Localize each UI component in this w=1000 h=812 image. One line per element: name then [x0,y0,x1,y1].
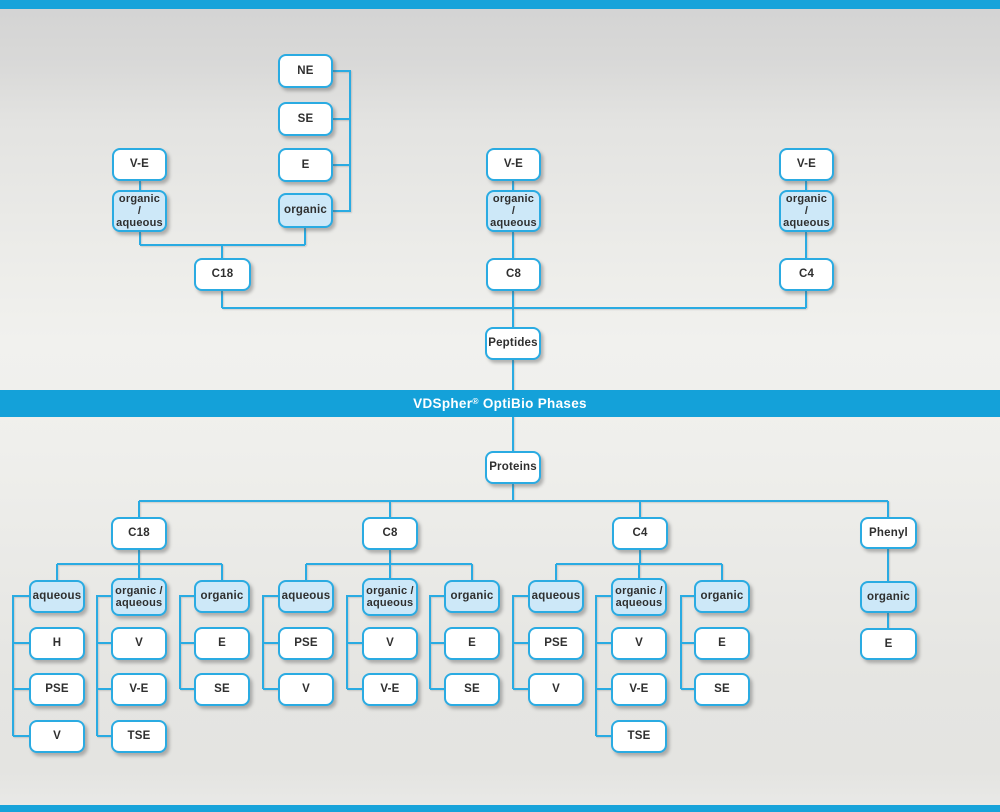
node-top-se: SE [278,102,333,136]
node-c4-orgaq-tse: TSE [611,720,667,753]
banner-brand: VDSpher [413,396,473,411]
node-top-c4-organic-aqueous: organic / aqueous [779,190,834,232]
node-top-c18-ve: V-E [112,148,167,181]
node-c18-organic: organic [194,580,250,613]
node-top-c18-organic-aqueous: organic / aqueous [112,190,167,232]
node-c18-orgaq-v: V [111,627,167,660]
node-c8-orgaq-v: V [362,627,418,660]
node-bot-c8: C8 [362,517,418,550]
node-phenyl-organic: organic [860,581,917,613]
node-top-c8-organic-aqueous: organic / aqueous [486,190,541,232]
node-top-c18: C18 [194,258,251,291]
top-border-bar [0,0,1000,9]
node-phenyl-organic-e: E [860,628,917,660]
bottom-border-bar [0,805,1000,812]
node-c18-orgaq-ve: V-E [111,673,167,706]
node-c18-orgaq-tse: TSE [111,720,167,753]
banner-rest: OptiBio Phases [482,396,587,411]
node-c4-orgaq-v: V [611,627,667,660]
node-top-c4: C4 [779,258,834,291]
registered-mark: ® [472,396,479,406]
node-c8-organic-e: E [444,627,500,660]
node-c8-aqueous-pse: PSE [278,627,334,660]
node-c18-organic-aqueous: organic / aqueous [111,578,167,616]
node-c4-orgaq-ve: V-E [611,673,667,706]
node-c4-organic: organic [694,580,750,613]
node-top-ne: NE [278,54,333,88]
node-bot-c18: C18 [111,517,167,550]
node-c8-orgaq-ve: V-E [362,673,418,706]
node-c18-organic-e: E [194,627,250,660]
node-c18-aqueous-h: H [29,627,85,660]
node-c8-aqueous-v: V [278,673,334,706]
node-c4-aqueous: aqueous [528,580,584,613]
node-c4-organic-e: E [694,627,750,660]
node-c4-organic-se: SE [694,673,750,706]
node-bot-phenyl: Phenyl [860,517,917,549]
node-proteins: Proteins [485,451,541,484]
node-c8-aqueous: aqueous [278,580,334,613]
node-c18-aqueous-v: V [29,720,85,753]
node-c8-organic-aqueous: organic / aqueous [362,578,418,616]
node-top-c8: C8 [486,258,541,291]
node-c4-aqueous-v: V [528,673,584,706]
node-bot-c4: C4 [612,517,668,550]
node-top-c8-ve: V-E [486,148,541,181]
banner: VDSpher®OptiBio Phases [0,390,1000,417]
node-c18-aqueous-pse: PSE [29,673,85,706]
node-c8-organic: organic [444,580,500,613]
node-c4-organic-aqueous: organic / aqueous [611,578,667,616]
node-top-organic: organic [278,193,333,228]
node-c8-organic-se: SE [444,673,500,706]
node-c18-organic-se: SE [194,673,250,706]
node-c18-aqueous: aqueous [29,580,85,613]
node-top-c4-ve: V-E [779,148,834,181]
banner-title: VDSpher®OptiBio Phases [413,396,587,411]
node-peptides: Peptides [485,327,541,360]
node-c4-aqueous-pse: PSE [528,627,584,660]
node-top-e: E [278,148,333,182]
